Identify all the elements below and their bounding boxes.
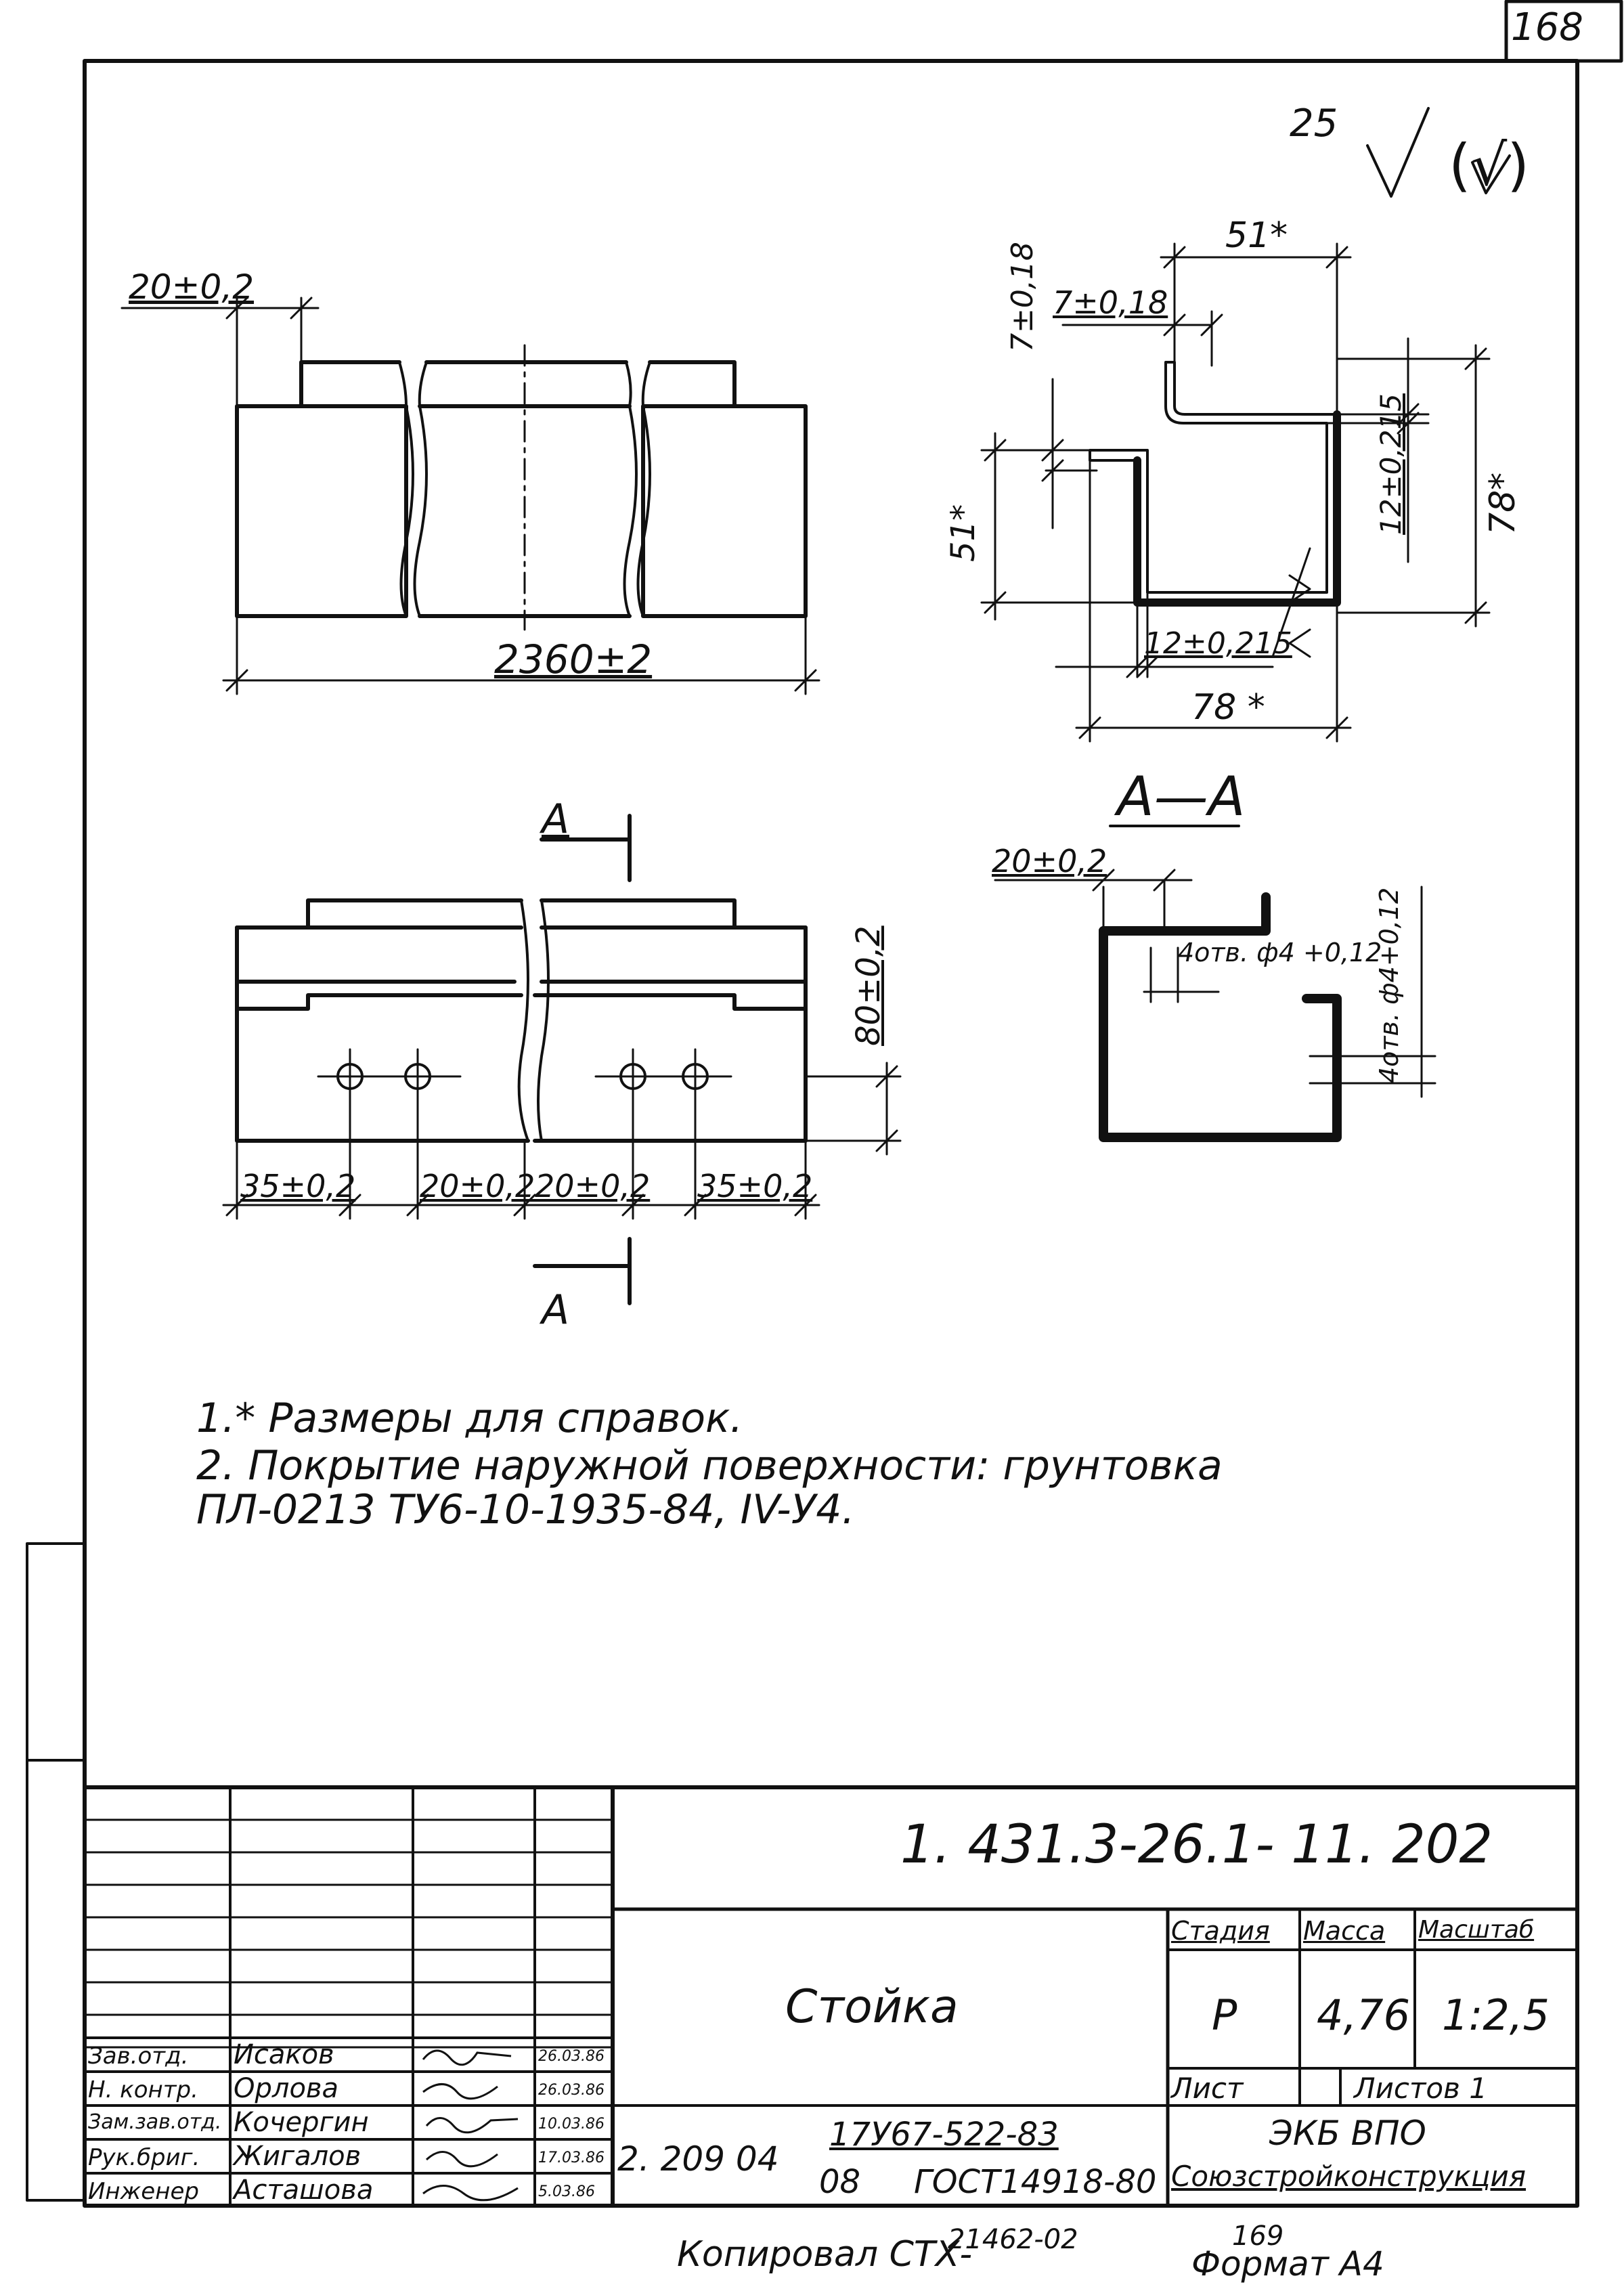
signature-2: [422, 2083, 498, 2100]
role-name: Кочергин: [234, 2107, 369, 2138]
lower-dim-1: 35±0,2: [240, 1168, 356, 1204]
stage-header: Стадия: [1171, 1916, 1270, 1946]
lower-view: [222, 814, 902, 1305]
roughness-other: (√): [1449, 132, 1530, 198]
detail-view: [994, 869, 1436, 1142]
role-name: Жигалов: [234, 2141, 361, 2172]
doc-code: 1. 431.3-26.1- 11. 202: [900, 1814, 1493, 1875]
front-dim-length: 2360±2: [494, 636, 653, 682]
role-date: 26.03.86: [538, 2082, 605, 2099]
sheet-label: Лист: [1171, 2072, 1244, 2105]
front-view: [120, 297, 820, 695]
lower-dim-height: 80±0,2: [850, 925, 887, 1046]
note-line-2: 2. Покрытие наружной поверхности: грунто…: [196, 1442, 1223, 1489]
detail-holes-right: 4отв. ф4+0,12: [1374, 887, 1404, 1083]
sheets-label: Листов 1: [1354, 2072, 1487, 2105]
signature-3: [425, 2117, 519, 2134]
section-dim-width-top: 51*: [1225, 215, 1288, 256]
role-label: Н. контр.: [88, 2076, 198, 2103]
detail-holes-top: 4отв. ф4 +0,12: [1178, 938, 1382, 967]
material-prefix: 2. 209 04: [617, 2139, 779, 2179]
role-name: Орлова: [234, 2073, 338, 2104]
copy-number: 21462-02: [948, 2224, 1078, 2255]
binding-strip-lower: [26, 1759, 86, 2202]
scale-header: Масштаб: [1418, 1916, 1535, 1944]
title-block-grid: [83, 1785, 1579, 2208]
section-dim-lip-top: 7±0,18: [1053, 284, 1168, 321]
scale-value: 1:2,5: [1442, 1990, 1550, 2040]
format-label: Формат А4: [1191, 2244, 1384, 2284]
lower-dim-3: 20±0,2: [535, 1168, 651, 1204]
section-dim-height-right: 78*: [1483, 472, 1523, 535]
role-date: 26.03.86: [538, 2048, 605, 2065]
section-dim-width-bottom: 78 *: [1191, 687, 1265, 728]
note-line-1: 1.* Размеры для справок.: [196, 1395, 743, 1442]
lower-dim-4: 35±0,2: [697, 1168, 813, 1204]
section-dim-height-left: 51*: [944, 504, 982, 562]
part-name: Стойка: [785, 1980, 959, 2034]
mass-header: Масса: [1303, 1916, 1386, 1946]
front-dim-gap: 20±0,2: [129, 267, 255, 307]
signatures: [422, 2049, 519, 2202]
role-name: Исаков: [234, 2039, 334, 2070]
role-label: Инженер: [88, 2178, 199, 2205]
signature-5: [422, 2185, 519, 2202]
section-profile: [980, 107, 1511, 743]
section-dim-inner-bottom: 12±0,215: [1144, 626, 1292, 661]
note-line-3: ПЛ-0213 ТУ6-10-1935-84, IV-У4.: [196, 1486, 855, 1533]
section-label: А—А: [1117, 765, 1246, 828]
role-date: 17.03.86: [538, 2150, 605, 2166]
role-label: Зам.зав.отд.: [88, 2110, 222, 2134]
signature-4: [425, 2151, 498, 2168]
role-date: 5.03.86: [538, 2183, 595, 2200]
cut-mark-top: А: [542, 795, 570, 843]
sheet-frame: [83, 59, 1579, 2208]
org-line-1: ЭКБ ВПО: [1269, 2114, 1426, 2153]
role-label: Рук.бриг.: [88, 2144, 200, 2171]
material-bottom-right: ГОСТ14918-80: [914, 2163, 1157, 2201]
page-number-top: 168: [1511, 5, 1583, 49]
page-number-bottom: 169: [1232, 2221, 1284, 2252]
roughness-value: 25: [1290, 102, 1338, 146]
copy-note: Копировал СТХ-: [677, 2234, 973, 2275]
section-dim-inner-right: 12±0,215: [1374, 393, 1407, 535]
material-bottom-left: 08: [819, 2163, 861, 2201]
mass-value: 4,76: [1317, 1990, 1411, 2040]
page-number-box: [1504, 0, 1623, 63]
section-dim-lip-left: 7±0,18: [1005, 242, 1040, 352]
lower-dim-2: 20±0,2: [420, 1168, 535, 1204]
binding-strip-upper: [26, 1542, 86, 1762]
signature-1: [422, 2049, 512, 2066]
role-name: Асташова: [234, 2175, 374, 2206]
role-date: 10.03.86: [538, 2116, 605, 2133]
role-label: Зав.отд.: [88, 2043, 189, 2070]
cut-mark-bottom: А: [542, 1286, 570, 1334]
detail-dim-offset: 20±0,2: [992, 843, 1107, 879]
org-line-2: Союзстройконструкция: [1171, 2160, 1527, 2193]
material-top: 17У67-522-83: [829, 2116, 1059, 2154]
stage-value: Р: [1212, 1990, 1237, 2040]
